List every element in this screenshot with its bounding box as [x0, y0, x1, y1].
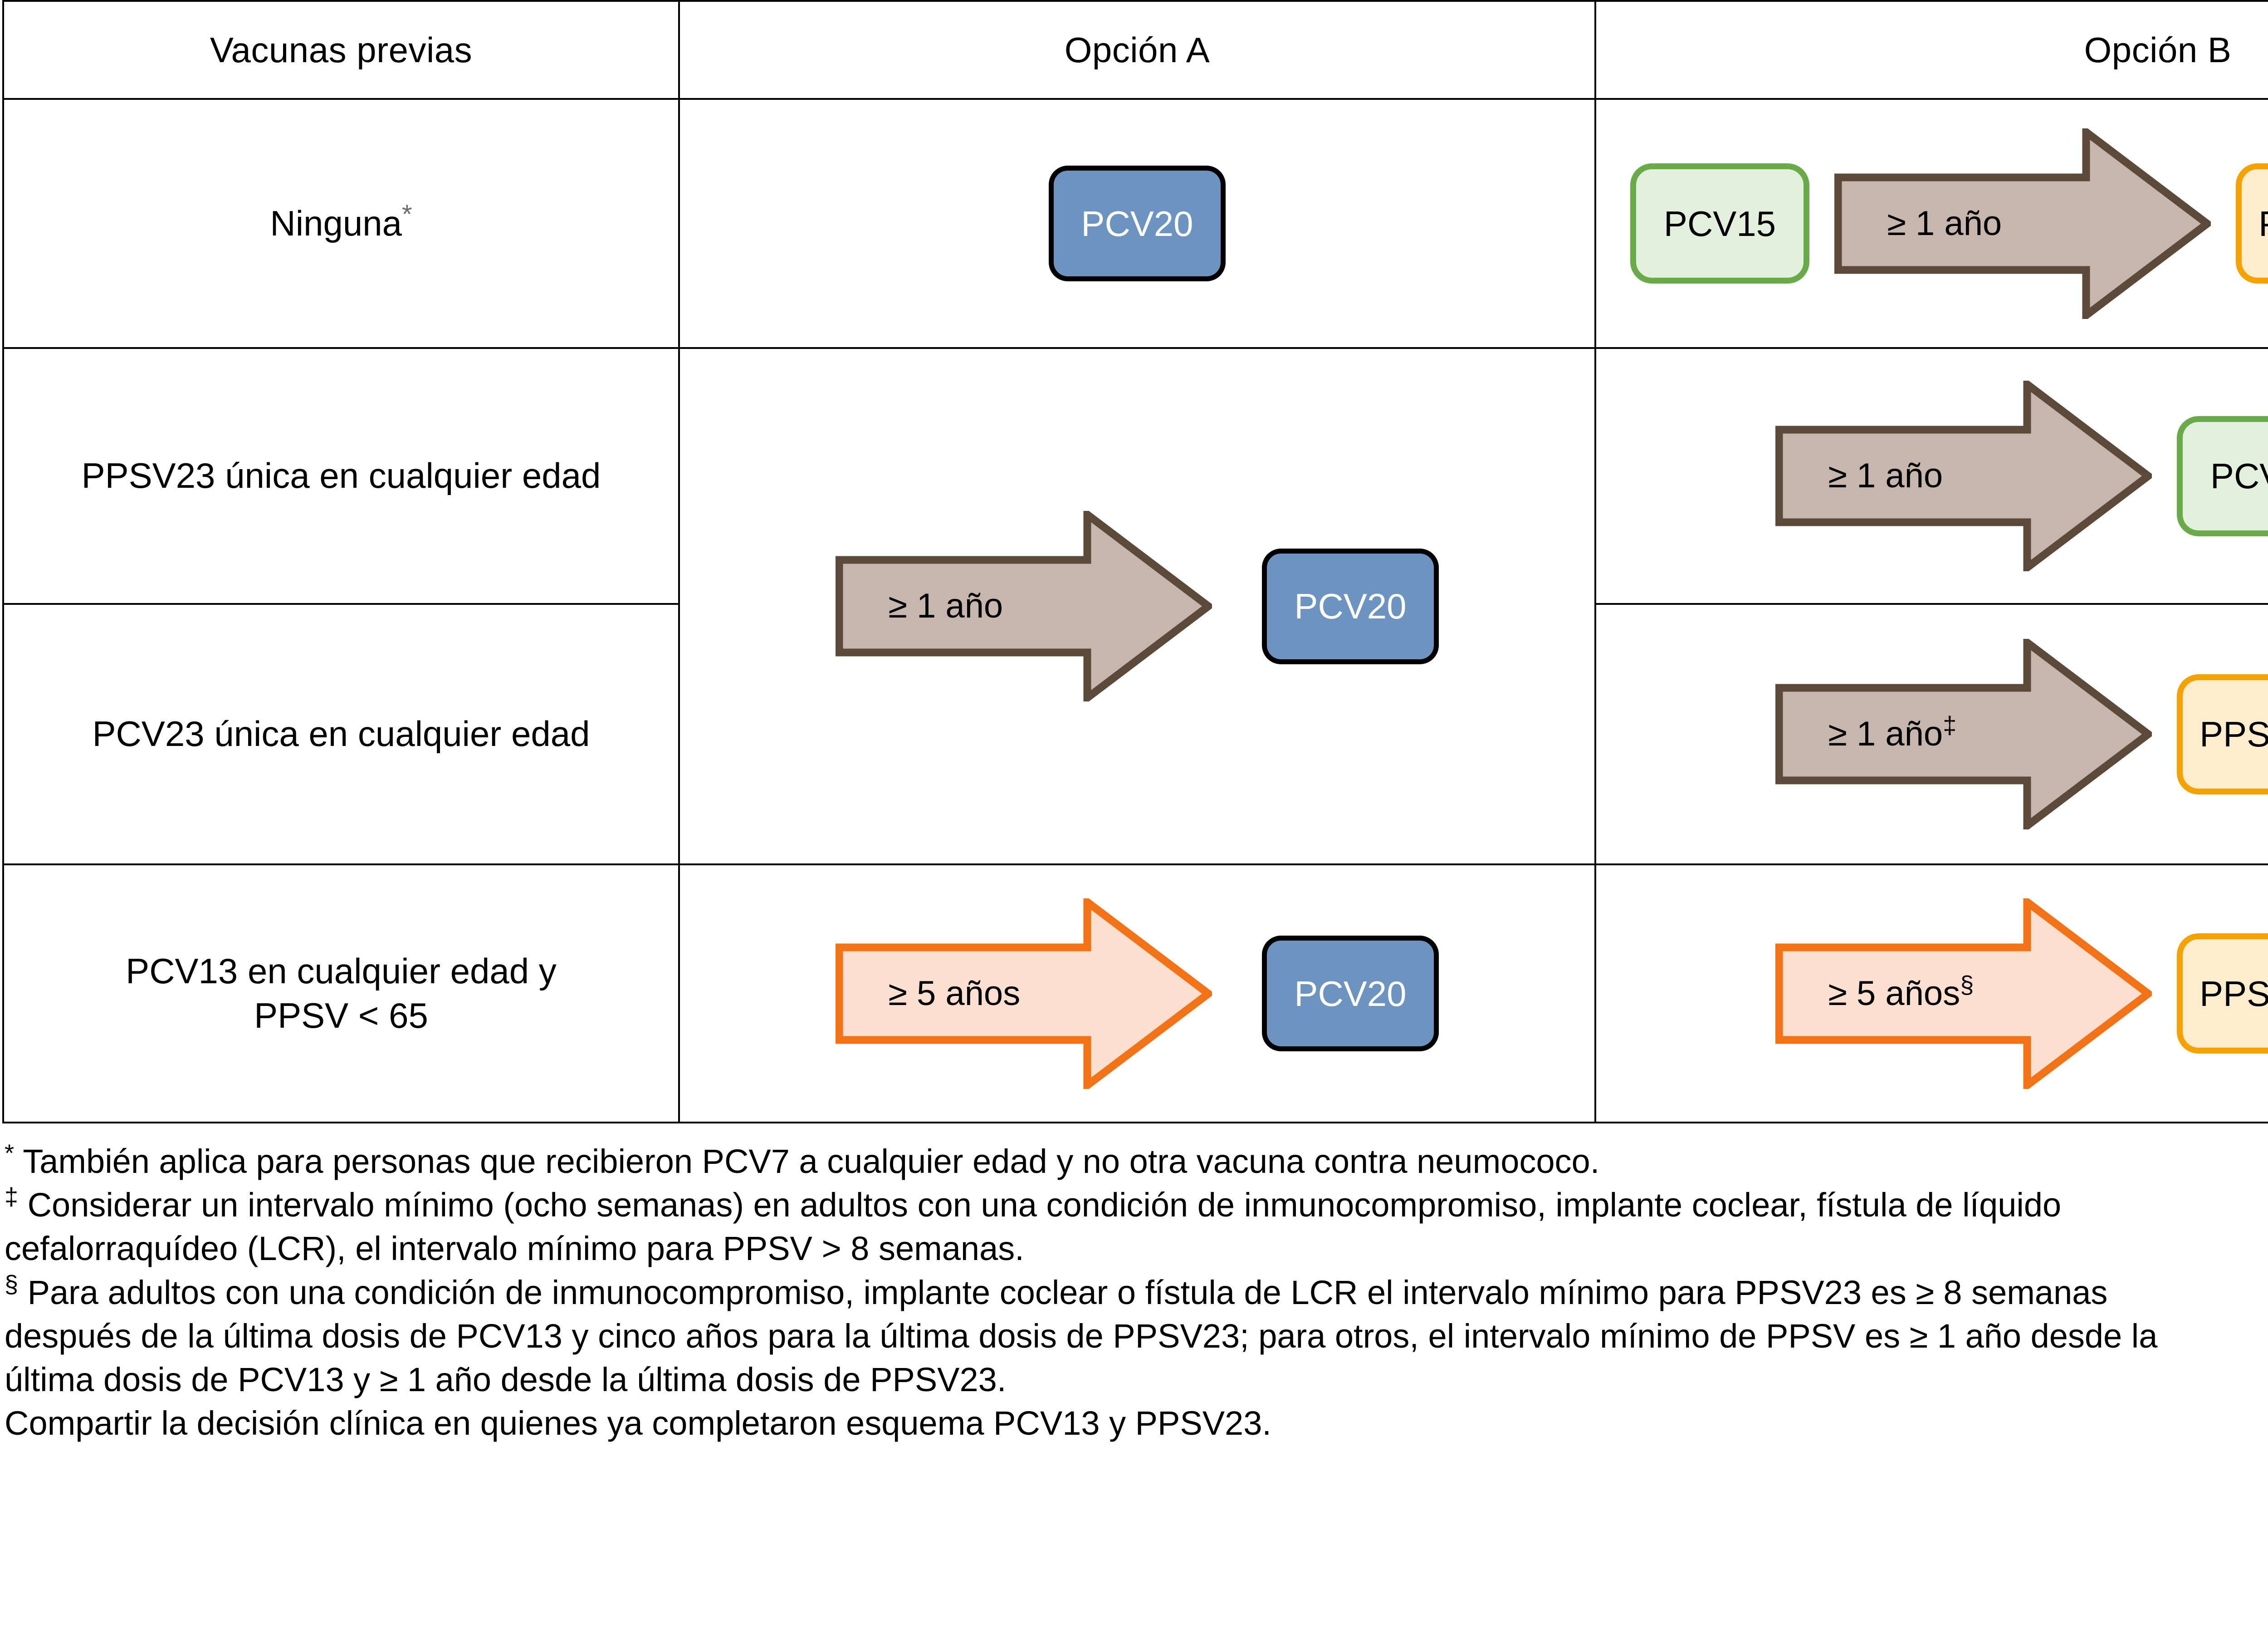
footnote-marker-section: § [1960, 971, 1974, 999]
interval-arrow-brown-text: ≥ 1 año [1828, 715, 1943, 753]
arrow-right-icon [836, 511, 1212, 701]
table-body: Ninguna* PCV20 PCV15 [2, 98, 2268, 1123]
vaccine-box-ppsv23: PPSV23 [2177, 933, 2268, 1054]
vaccine-box-pcv20-label: PCV20 [1294, 973, 1407, 1014]
row-label-ninguna: Ninguna* [2, 98, 680, 349]
option-a-merged-cell-rows-2-3: ≥ 1 año PCV20 [678, 347, 1596, 865]
row4-option-a-cell: ≥ 5 años PCV20 [678, 863, 1596, 1123]
header-vacunas-previas-label: Vacunas previas [210, 30, 473, 70]
vaccination-options-table: Vacunas previas Opción A Opción B Ningun… [2, 0, 2268, 1123]
vaccine-box-pcv20: PCV20 [1262, 548, 1439, 664]
interval-arrow-brown-text: ≥ 1 año [888, 587, 1003, 625]
row2-option-b-flow: ≥ 1 año PCV15 [1596, 349, 2268, 603]
footnote-section-cont1: después de la última dosis de PCV13 y ci… [5, 1317, 2158, 1355]
footnote-marker-asterisk: * [401, 199, 412, 229]
arrow-right-icon [1775, 381, 2152, 571]
footnote-marker-asterisk: * [5, 1139, 15, 1167]
arrow-right-icon [1775, 898, 2152, 1089]
vaccine-box-pcv15: PCV15 [2177, 416, 2268, 536]
row-label-pcv23-unica-text: PCV23 única en cualquier edad [92, 714, 590, 754]
table-row: PPSV23 única en cualquier edad ≥ 1 año P… [2, 347, 2268, 865]
row1-option-b-flow: PCV15 ≥ 1 año PPSV23 [1596, 100, 2268, 347]
interval-arrow-brown: ≥ 1 año [836, 511, 1212, 701]
table-row: Ninguna* PCV20 PCV15 [2, 98, 2268, 349]
row-label-ppsv23-unica-text: PPSV23 única en cualquier edad [81, 456, 601, 496]
row-label-pcv13-line2: PPSV < 65 [254, 995, 428, 1035]
vaccine-box-pcv15: PCV15 [1630, 163, 1809, 284]
footnote-dagger: ‡ Considerar un intervalo mínimo (ocho s… [5, 1183, 2268, 1227]
header-opcion-a-label: Opción A [1064, 30, 1210, 70]
vaccine-box-ppsv23-label: PPSV23 [2200, 714, 2268, 754]
footnote-section: § Para adultos con una condición de inmu… [5, 1271, 2268, 1314]
vaccine-box-ppsv23-label: PPSV23 [2258, 206, 2268, 241]
interval-arrow-brown: ≥ 1 año [1775, 381, 2152, 571]
arrow-right-icon [1775, 639, 2152, 829]
vaccine-box-pcv20-label: PCV20 [1294, 586, 1407, 626]
option-a-merged-flow: ≥ 1 año PCV20 [680, 349, 1594, 863]
table-header: Vacunas previas Opción A Opción B [2, 0, 2268, 100]
header-vacunas-previas: Vacunas previas [2, 0, 680, 100]
row-label-pcv23-unica: PCV23 única en cualquier edad [2, 603, 680, 865]
table-row: PCV23 única en cualquier edad ≥ 1 año‡ P… [2, 603, 2268, 865]
row4-option-b-flow: ≥ 5 años§ PPSV23 [1596, 865, 2268, 1122]
interval-arrow-brown: ≥ 1 año‡ [1775, 639, 2152, 829]
vaccine-box-ppsv23: PPSV23 [2177, 674, 2268, 794]
interval-arrow-brown-text: ≥ 1 año [1887, 204, 2002, 243]
interval-arrow-brown-label: ≥ 1 año [1834, 206, 2002, 241]
footnote-marker-dagger: ‡ [1943, 711, 1957, 739]
interval-arrow-brown: ≥ 1 año [1834, 128, 2211, 319]
header-opcion-b: Opción B [1594, 0, 2268, 100]
row-label-pcv13-line1: PCV13 en cualquier edad y [126, 951, 557, 991]
footnote-asterisk-text: También aplica para personas que recibie… [14, 1143, 1600, 1180]
vaccine-box-pcv15-label: PCV15 [1663, 203, 1776, 244]
row3-option-b-cell: ≥ 1 año‡ PPSV23 [1594, 603, 2268, 865]
footnote-section-line1: Para adultos con una condición de inmuno… [18, 1273, 2108, 1311]
header-opcion-a: Opción A [678, 0, 1596, 100]
footnotes-block: * También aplica para personas que recib… [5, 1140, 2268, 1445]
vaccine-box-pcv20-label: PCV20 [1081, 203, 1193, 244]
interval-arrow-brown-label: ≥ 1 año [836, 589, 1003, 623]
vaccine-box-pcv20: PCV20 [1049, 166, 1226, 281]
vaccine-box-pcv20: PCV20 [1262, 936, 1439, 1051]
row1-option-a-flow: PCV20 [680, 100, 1594, 347]
row-label-ninguna-text: Ninguna [270, 203, 402, 243]
vaccine-box-ppsv23-label: PPSV23 [2200, 973, 2268, 1014]
vaccine-box-pcv15-label: PCV15 [2210, 456, 2268, 496]
interval-arrow-orange: ≥ 5 años [836, 898, 1212, 1089]
vaccine-box-ppsv23: PPSV23 [2236, 163, 2268, 284]
row1-option-b-cell: PCV15 ≥ 1 año PPSV23 [1594, 98, 2268, 349]
interval-arrow-orange: ≥ 5 años§ [1775, 898, 2152, 1089]
footnote-marker-section: § [5, 1270, 19, 1298]
row4-option-b-cell: ≥ 5 años§ PPSV23 [1594, 863, 2268, 1123]
footnote-dagger-line1: Considerar un intervalo mínimo (ocho sem… [18, 1186, 2062, 1224]
arrow-right-icon [1834, 128, 2211, 319]
row4-option-a-flow: ≥ 5 años PCV20 [680, 865, 1594, 1122]
arrow-right-icon [836, 898, 1212, 1089]
header-opcion-b-label: Opción B [2084, 30, 2232, 70]
table-row: PCV13 en cualquier edad y PPSV < 65 ≥ 5 … [2, 863, 2268, 1123]
interval-arrow-brown-label: ≥ 1 año [1775, 459, 1943, 493]
row-label-pcv13-ppsv65: PCV13 en cualquier edad y PPSV < 65 [2, 863, 680, 1123]
interval-arrow-orange-label: ≥ 5 años§ [1775, 972, 1974, 1013]
footnote-section-cont2: última dosis de PCV13 y ≥ 1 año desde la… [5, 1360, 1007, 1398]
row-label-ppsv23-unica: PPSV23 única en cualquier edad [2, 347, 680, 605]
footnote-closing: Compartir la decisión clínica en quienes… [5, 1404, 1271, 1442]
interval-arrow-orange-text: ≥ 5 años [1828, 974, 1960, 1013]
footnote-asterisk: * También aplica para personas que recib… [5, 1140, 2268, 1183]
row3-option-b-flow: ≥ 1 año‡ PPSV23 [1596, 605, 2268, 863]
footnote-dagger-cont: cefalorraquídeo (LCR), el intervalo míni… [5, 1230, 1024, 1268]
footnote-marker-dagger: ‡ [5, 1183, 19, 1211]
interval-arrow-orange-label: ≥ 5 años [836, 976, 1020, 1011]
row1-option-a-cell: PCV20 [678, 98, 1596, 349]
interval-arrow-brown-text: ≥ 1 año [1828, 456, 1943, 495]
row2-option-b-cell: ≥ 1 año PCV15 [1594, 347, 2268, 605]
interval-arrow-orange-text: ≥ 5 años [888, 974, 1021, 1013]
header-row: Vacunas previas Opción A Opción B [2, 0, 2268, 100]
interval-arrow-brown-label: ≥ 1 año‡ [1775, 713, 1956, 753]
